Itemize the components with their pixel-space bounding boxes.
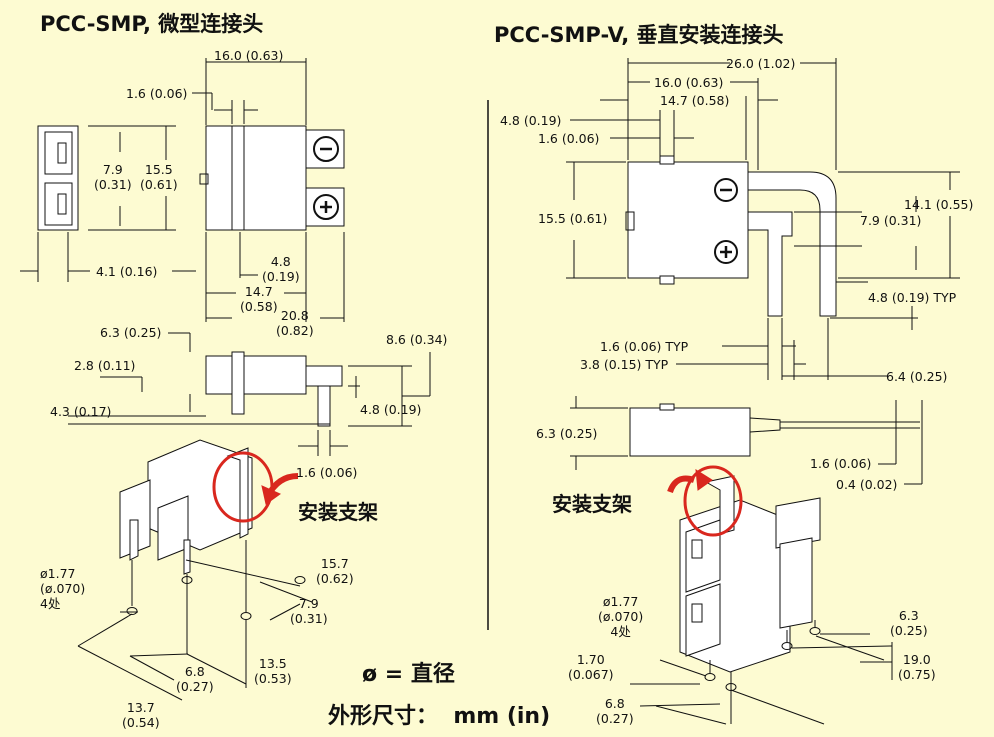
right-hole-spec: ø1.77 (ø.070) 4处 bbox=[598, 594, 644, 639]
right-mount-label: 安装支架 bbox=[552, 492, 632, 516]
dim-3-8-typ: 3.8 (0.15) TYP bbox=[580, 357, 669, 372]
left-hole-spec: ø1.77 (ø.070) 4处 bbox=[40, 566, 86, 611]
dim-4-1: 4.1 (0.16) bbox=[96, 264, 158, 279]
dim-8-6: 8.6 (0.34) bbox=[386, 332, 448, 347]
dim-13-5: 13.5 (0.53) bbox=[254, 656, 292, 686]
dim-16: 16.0 (0.63) bbox=[214, 48, 284, 63]
dim-15-7: 15.7 (0.62) bbox=[316, 556, 354, 586]
dim-1-70-r: 1.70 (0.067) bbox=[568, 652, 614, 682]
dim-0-4-r: 0.4 (0.02) bbox=[836, 477, 898, 492]
dim-6-3-r: 6.3 (0.25) bbox=[536, 426, 598, 441]
dim-4-8: 4.8 (0.19) bbox=[262, 254, 300, 284]
dim-6-4-r: 6.4 (0.25) bbox=[886, 369, 948, 384]
dim-6-3b-r: 6.3 (0.25) bbox=[890, 608, 928, 638]
left-title: PCC-SMP, 微型连接头 bbox=[40, 12, 264, 36]
dim-4-8-typ: 4.8 (0.19) TYP bbox=[868, 290, 957, 305]
dim-6-8-r: 6.8 (0.27) bbox=[596, 696, 634, 726]
dim-1-6-r: 1.6 (0.06) bbox=[538, 131, 600, 146]
dim-1-6b-r: 1.6 (0.06) bbox=[810, 456, 872, 471]
left-mount-label: 安装支架 bbox=[298, 500, 378, 524]
dim-14-7-r: 14.7 (0.58) bbox=[660, 93, 730, 108]
dim-13-7: 13.7 (0.54) bbox=[122, 700, 160, 730]
dim-4-8-r: 4.8 (0.19) bbox=[500, 113, 562, 128]
dim-26: 26.0 (1.02) bbox=[726, 56, 796, 71]
dim-1-6b: 1.6 (0.06) bbox=[296, 465, 358, 480]
diameter-legend: ø = 直径 bbox=[362, 662, 455, 687]
dim-15-5: 15.5 (0.61) bbox=[140, 162, 178, 192]
dim-6-8: 6.8 (0.27) bbox=[176, 664, 214, 694]
dim-16-r: 16.0 (0.63) bbox=[654, 75, 724, 90]
dim-1-6: 1.6 (0.06) bbox=[126, 86, 188, 101]
dim-1-6-typ: 1.6 (0.06) TYP bbox=[600, 339, 689, 354]
dim-7-9: 7.9 (0.31) bbox=[94, 162, 132, 192]
dim-20-8: 20.8 (0.82) bbox=[276, 308, 314, 338]
dim-15-5-r: 15.5 (0.61) bbox=[538, 211, 608, 226]
dim-6-3: 6.3 (0.25) bbox=[100, 325, 162, 340]
dim-2-8: 2.8 (0.11) bbox=[74, 358, 136, 373]
dim-7-9-r: 7.9 (0.31) bbox=[860, 213, 922, 228]
dim-19-r: 19.0 (0.75) bbox=[898, 652, 936, 682]
dim-4-3: 4.3 (0.17) bbox=[50, 404, 112, 419]
dim-7-9b: 7.9 (0.31) bbox=[290, 596, 328, 626]
units-legend: 外形尺寸： mm (in) bbox=[328, 704, 551, 729]
dim-14-1-r: 14.1 (0.55) bbox=[904, 197, 974, 212]
right-title: PCC-SMP-V, 垂直安装连接头 bbox=[494, 23, 784, 47]
dim-4-8b: 4.8 (0.19) bbox=[360, 402, 422, 417]
dim-14-7: 14.7 (0.58) bbox=[240, 284, 278, 314]
